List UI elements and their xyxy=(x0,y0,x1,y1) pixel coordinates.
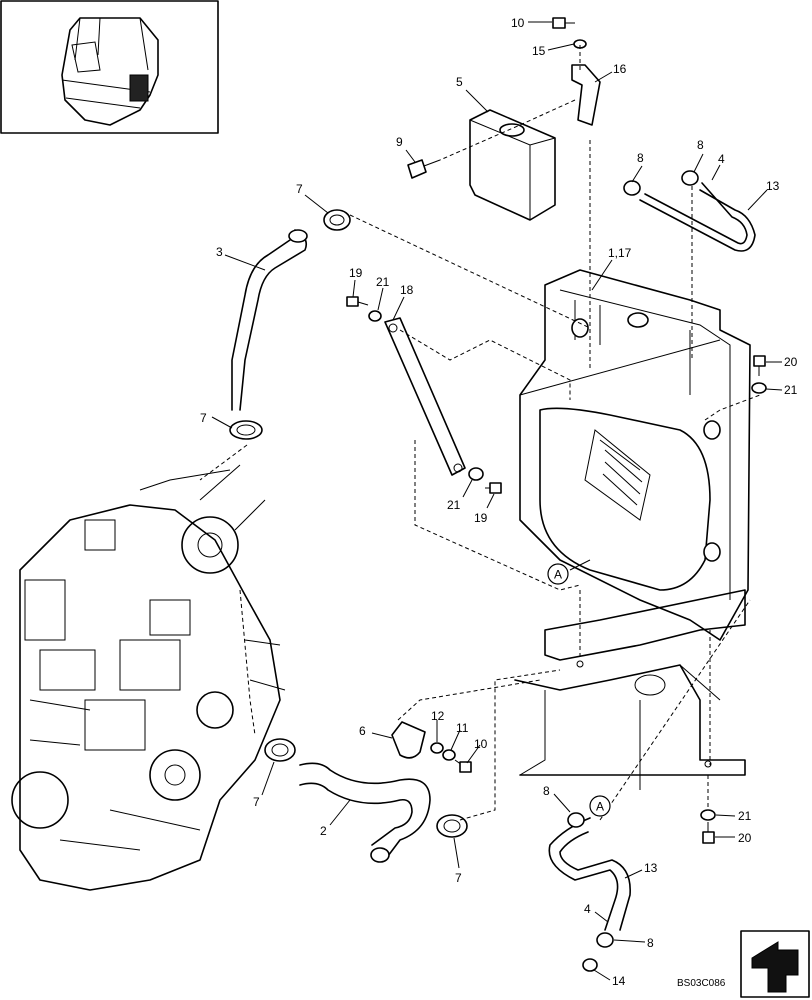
clamp-7-low-right xyxy=(436,814,468,838)
bolt-10-low xyxy=(454,759,472,773)
callout-3: 3 xyxy=(216,245,223,259)
ref-marker-a-mid: A xyxy=(547,563,569,585)
assembly-lines xyxy=(199,45,761,821)
callout-18: 18 xyxy=(400,283,414,297)
callout-5: 5 xyxy=(456,75,463,89)
bolt-19-mid xyxy=(485,482,502,494)
clamp-8-a xyxy=(623,180,641,196)
bracket-16 xyxy=(571,64,601,126)
callout-19-mid: 19 xyxy=(474,511,488,525)
bolt-10-top xyxy=(552,17,575,29)
reservoir-tank-5 xyxy=(469,109,556,221)
callout-14: 14 xyxy=(612,974,626,988)
clamp-7-low-left xyxy=(264,738,296,762)
direction-arrow-icon xyxy=(740,930,810,998)
clamp-8-low2 xyxy=(596,932,614,948)
callout-13-low: 13 xyxy=(644,861,658,875)
callout-21-low: 21 xyxy=(738,809,752,823)
callout-2: 2 xyxy=(320,824,327,838)
callout-6: 6 xyxy=(359,724,366,738)
callout-7-low-left: 7 xyxy=(253,795,260,809)
clamp-7-mid xyxy=(229,420,263,440)
cap-14 xyxy=(582,958,598,972)
callout-20-low: 20 xyxy=(738,831,752,845)
callout-21-right: 21 xyxy=(784,383,798,397)
callout-7-top: 7 xyxy=(296,182,303,196)
upper-hose-3 xyxy=(231,229,308,411)
bolt-20-right xyxy=(753,355,766,376)
callout-8-a: 8 xyxy=(637,151,644,165)
callout-10-top: 10 xyxy=(511,16,525,30)
washer-21-right xyxy=(751,382,767,394)
excavator-thumbnail-icon xyxy=(0,0,219,134)
svg-text:A: A xyxy=(554,568,562,582)
engine-block xyxy=(11,464,286,891)
callout-9: 9 xyxy=(396,135,403,149)
drawing-code: BS03C086 xyxy=(677,978,726,989)
callout-15: 15 xyxy=(532,44,546,58)
callout-21-top: 21 xyxy=(376,275,390,289)
callout-1-17: 1,17 xyxy=(608,246,632,260)
washer-12 xyxy=(430,742,444,754)
callout-16: 16 xyxy=(613,62,627,76)
clamp-8-b xyxy=(681,170,699,186)
callout-labels: 10 15 16 5 9 8 8 4 13 7 3 1,17 19 21 18 … xyxy=(200,16,798,988)
clip-6 xyxy=(391,721,426,759)
callout-4-low: 4 xyxy=(584,902,591,916)
callout-21-mid: 21 xyxy=(447,498,461,512)
bolt-9 xyxy=(407,159,441,179)
washer-11 xyxy=(442,749,456,761)
mounting-frame xyxy=(514,589,746,790)
callout-7-mid: 7 xyxy=(200,411,207,425)
hose-13-low xyxy=(548,817,631,931)
callout-13-top: 13 xyxy=(766,179,780,193)
callout-12: 12 xyxy=(431,709,445,723)
stay-18 xyxy=(384,317,466,476)
callout-20-right: 20 xyxy=(784,355,798,369)
washer-21-top xyxy=(368,310,382,322)
callout-19-top: 19 xyxy=(349,266,363,280)
clamp-8-low xyxy=(567,812,585,828)
callout-8-low2: 8 xyxy=(647,936,654,950)
radiator-1-17 xyxy=(519,269,751,641)
lower-hose-2 xyxy=(299,762,431,863)
callout-11: 11 xyxy=(456,721,469,735)
bolt-19-top xyxy=(346,296,369,307)
washer-21-low xyxy=(700,809,716,821)
callout-10-low: 10 xyxy=(474,737,488,751)
callout-8-low: 8 xyxy=(543,784,550,798)
clamp-7-top xyxy=(323,209,351,231)
bolt-20-low xyxy=(702,822,715,844)
washer-21-mid xyxy=(468,467,484,481)
hose-13-top xyxy=(639,182,756,252)
ref-marker-a-low: A xyxy=(589,795,611,817)
leader-lines xyxy=(211,21,783,981)
svg-text:A: A xyxy=(596,800,604,814)
callout-8-b: 8 xyxy=(697,138,704,152)
callout-7-low-right: 7 xyxy=(455,871,462,885)
callout-4-top: 4 xyxy=(718,152,725,166)
